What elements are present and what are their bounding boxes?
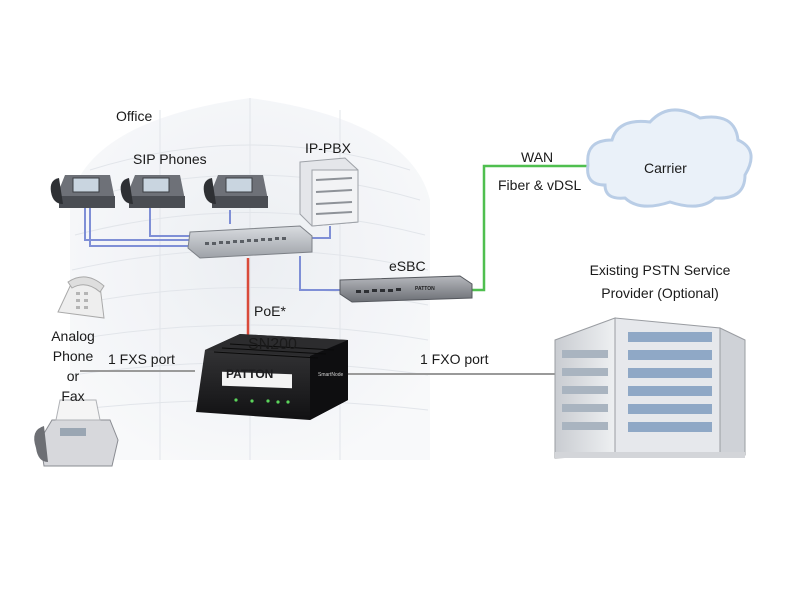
fxo-port-label: 1 FXO port [420,351,489,367]
ip-phone-icon [50,175,115,208]
analog-line-1: Analog [51,328,95,344]
esbc-label: eSBC [389,258,426,274]
cloud-icon [586,108,753,208]
analog-cables [80,370,555,375]
pstn-provider-line-1: Existing PSTN Service [589,262,731,278]
pstn-provider-line-2: Provider (Optional) [601,285,719,301]
wan-cable [472,164,600,292]
analog-line-4: Fax [61,388,85,404]
ip-phone-icon [203,175,268,208]
pbx-icon [299,157,359,227]
analog-phone-fax-label: Analog Phone or Fax [42,326,104,406]
poe-label: PoE* [254,303,286,319]
analog-line-2: Phone [52,348,94,364]
analog-phone-icon [57,276,105,319]
sip-phones-label: SIP Phones [133,151,207,167]
fax-icon [34,399,119,467]
esbc-icon: PATTON [339,275,473,303]
ip-pbx-label: IP-PBX [305,140,351,156]
ip-phone-icon [120,175,185,208]
fxs-port-label: 1 FXS port [108,351,175,367]
sn200-icon: PATTON SmartNode [196,334,348,420]
wan-label: WAN [521,149,554,165]
sn200-brand: PATTON [226,367,273,381]
switch-icon [187,225,313,259]
analog-line-3: or [66,368,80,384]
pstn-provider-label: Existing PSTN Service Provider (Optional… [545,262,775,302]
carrier-label: Carrier [644,160,687,176]
sn200-product: SmartNode [318,372,344,378]
esbc-brand: PATTON [415,286,435,292]
ethernet-cables [84,208,340,291]
office-building-icon [554,317,746,459]
sn200-label: SN200 [248,336,297,353]
fiber-vdsl-label: Fiber & vDSL [498,177,582,193]
office-label: Office [116,108,153,124]
